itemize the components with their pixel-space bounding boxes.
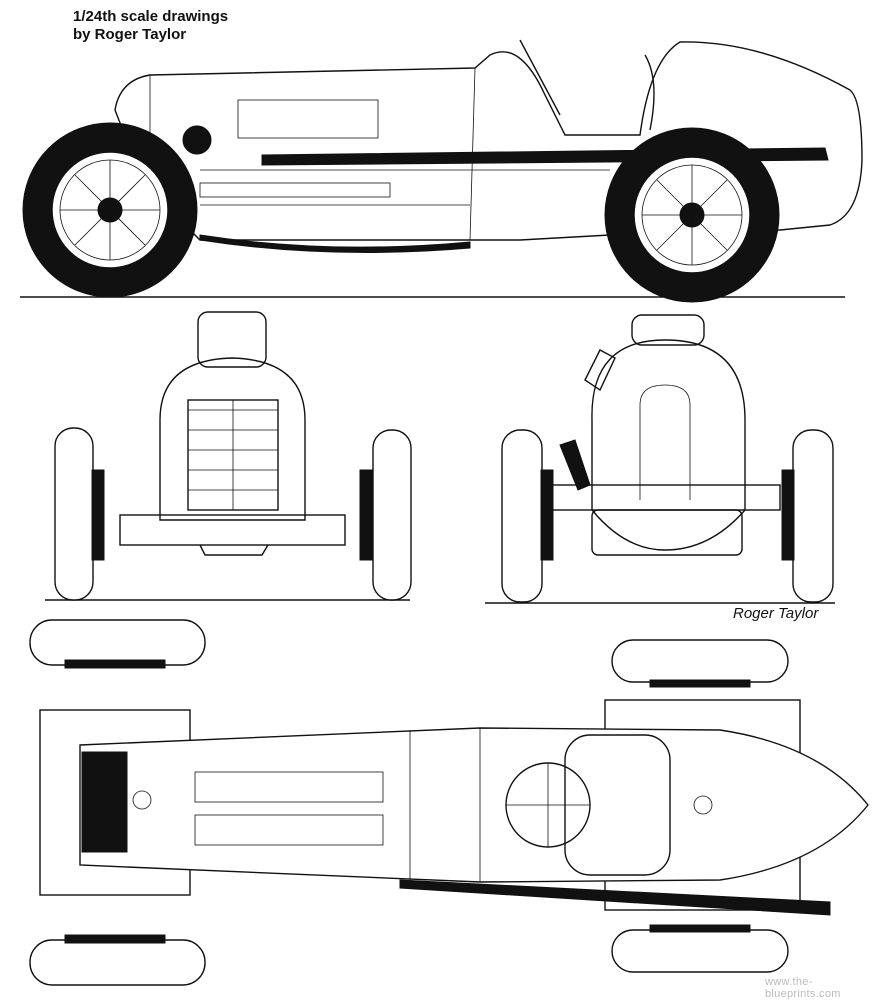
seat-back (644, 54, 655, 131)
right-tire (372, 429, 412, 601)
louvres (199, 99, 391, 198)
headlamp (182, 125, 212, 155)
drawing-caption: 1/24th scale drawings by Roger Taylor (73, 8, 228, 44)
artist-signature: Roger Taylor (733, 605, 819, 622)
left-tire (501, 429, 543, 603)
body-side (114, 41, 863, 241)
tail-body (591, 339, 746, 551)
front-right-tire (29, 939, 206, 986)
exhaust-end (559, 439, 591, 491)
steering-wheel (519, 39, 561, 116)
rear-left-tire (611, 639, 789, 683)
body-plan (79, 727, 869, 883)
author-label: by Roger Taylor (73, 26, 187, 43)
radiator (81, 751, 128, 853)
side-view (20, 39, 863, 303)
rear-right-tire (611, 929, 789, 973)
rear-view (485, 314, 835, 604)
top-view (29, 619, 869, 986)
right-tire (792, 429, 834, 603)
rear-wheel (604, 127, 780, 303)
front-left-tire (29, 619, 206, 666)
exhaust-pipe (399, 879, 831, 916)
scale-label: 1/24th scale drawings (73, 8, 229, 25)
front-wheel (22, 122, 198, 298)
left-tire (54, 427, 94, 601)
front-view (45, 311, 412, 601)
watermark: www.the-blueprints.com (765, 976, 841, 1000)
